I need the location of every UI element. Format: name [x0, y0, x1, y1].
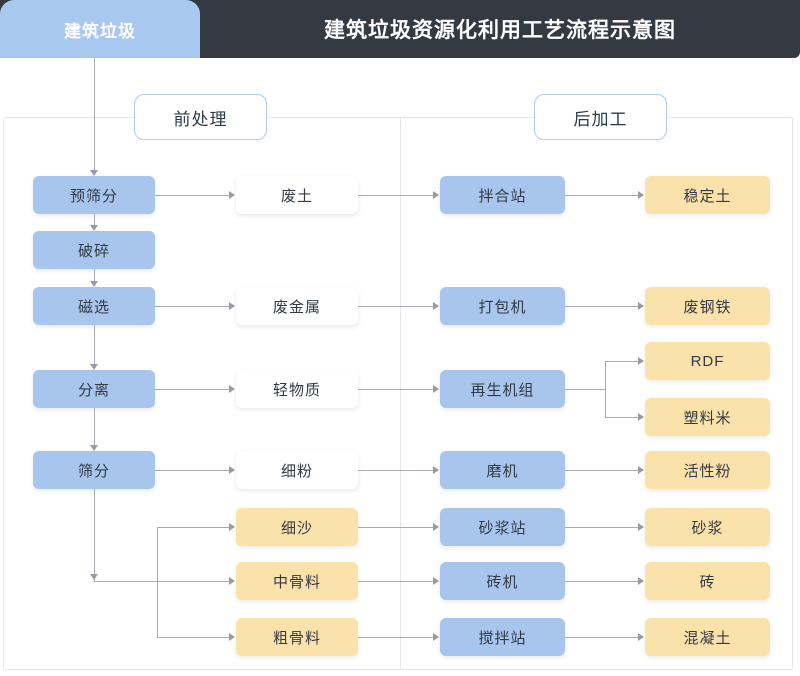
link-regeneration-plastic	[605, 417, 643, 418]
link-mortarstation-mortar	[565, 527, 643, 528]
link-brickmachine-brick-arrow	[638, 577, 644, 585]
aggregate-bus-branch-fine-sand	[157, 527, 232, 528]
section-divider	[400, 117, 401, 670]
header-tab-construction-waste[interactable]: 建筑垃圾	[0, 0, 200, 58]
link-prescreen-wastesoil	[155, 195, 232, 196]
link-baler-scrapsteel-arrow	[638, 302, 644, 310]
link-separation-lightmatter-arrow	[229, 385, 235, 393]
node-waste-soil[interactable]: 废土	[236, 176, 358, 214]
aggregate-bus-branch-coarse	[157, 637, 232, 638]
node-mill[interactable]: 磨机	[440, 451, 565, 489]
link-batching-concrete	[565, 637, 643, 638]
link-mill-activepowder-arrow	[638, 466, 644, 474]
link-medium-brickmachine	[358, 581, 436, 582]
node-mortar-station[interactable]: 砂浆站	[440, 508, 565, 546]
link-magnetic-wastemetal	[155, 306, 232, 307]
node-stabilized-soil[interactable]: 稳定土	[645, 176, 770, 214]
link-screening-finepowder	[155, 470, 232, 471]
link-baler-scrapsteel	[565, 306, 643, 307]
node-mortar[interactable]: 砂浆	[645, 508, 770, 546]
page-title: 建筑垃圾资源化利用工艺流程示意图	[324, 19, 676, 42]
link-finepowder-mill-arrow	[433, 466, 439, 474]
link-mortarstation-mortar-arrow	[638, 523, 644, 531]
link-finepowder-mill	[358, 470, 436, 471]
node-brick-machine[interactable]: 砖机	[440, 562, 565, 600]
node-magnetic-separation[interactable]: 磁选	[33, 287, 155, 325]
link-prescreen-wastesoil-arrow	[229, 191, 235, 199]
link-wastemetal-baler	[358, 306, 436, 307]
node-mixing-station[interactable]: 拌合站	[440, 176, 565, 214]
node-crush[interactable]: 破碎	[33, 231, 155, 269]
node-fine-sand[interactable]: 细沙	[236, 508, 358, 546]
link-finesand-mortarstation	[358, 527, 436, 528]
link-regeneration-plastic-arrow	[638, 413, 644, 421]
node-active-powder[interactable]: 活性粉	[645, 451, 770, 489]
link-bus-medium-arrow	[229, 577, 235, 585]
link-regeneration-bus	[605, 361, 606, 417]
chain-line-1	[94, 214, 95, 227]
node-regeneration-unit[interactable]: 再生机组	[440, 370, 565, 408]
aggregate-bus-line	[157, 527, 158, 637]
chain-line-4	[94, 408, 95, 445]
chain-arrow-2	[90, 281, 98, 287]
node-baler[interactable]: 打包机	[440, 287, 565, 325]
link-mill-activepowder	[565, 470, 643, 471]
chain-line-3	[94, 325, 95, 364]
node-coarse-aggregate[interactable]: 粗骨料	[236, 618, 358, 656]
node-fine-powder[interactable]: 细粉	[236, 451, 358, 489]
node-concrete[interactable]: 混凝土	[645, 618, 770, 656]
link-batching-concrete-arrow	[638, 633, 644, 641]
diagram-panel	[3, 117, 793, 670]
link-medium-brickmachine-arrow	[433, 577, 439, 585]
link-separation-lightmatter	[155, 389, 232, 390]
screen-branch-line-h	[94, 581, 232, 582]
link-bus-coarse-arrow	[229, 633, 235, 641]
screen-branch-arrow-down	[90, 574, 98, 580]
node-screening[interactable]: 筛分	[33, 451, 155, 489]
link-regeneration-rdf	[605, 361, 643, 362]
link-regeneration-rdf-arrow	[638, 357, 644, 365]
node-batching-plant[interactable]: 搅拌站	[440, 618, 565, 656]
chain-arrow-1	[90, 225, 98, 231]
node-rdf[interactable]: RDF	[645, 342, 770, 380]
link-wastesoil-mixing	[358, 195, 436, 196]
stage-label-post-processing: 后加工	[534, 94, 667, 140]
node-brick[interactable]: 砖	[645, 562, 770, 600]
link-magnetic-wastemetal-arrow	[229, 302, 235, 310]
chain-arrow-3	[90, 364, 98, 370]
node-plastic-pellet[interactable]: 塑料米	[645, 398, 770, 436]
node-separation[interactable]: 分离	[33, 370, 155, 408]
node-pre-screen[interactable]: 预筛分	[33, 176, 155, 214]
node-medium-aggregate[interactable]: 中骨料	[236, 562, 358, 600]
link-coarse-batching	[358, 637, 436, 638]
link-wastemetal-baler-arrow	[433, 302, 439, 310]
node-waste-metal[interactable]: 废金属	[236, 287, 358, 325]
chain-arrow-4	[90, 445, 98, 451]
feed-line	[94, 58, 95, 175]
link-mixing-stabilizedsoil-arrow	[638, 191, 644, 199]
chain-line-2	[94, 269, 95, 282]
link-screening-finepowder-arrow	[229, 466, 235, 474]
node-scrap-steel[interactable]: 废钢铁	[645, 287, 770, 325]
link-brickmachine-brick	[565, 581, 643, 582]
link-lightmatter-regeneration	[358, 389, 436, 390]
stage-label-pre-processing: 前处理	[134, 94, 267, 140]
link-regeneration-stem	[565, 389, 605, 390]
link-wastesoil-mixing-arrow	[433, 191, 439, 199]
link-mixing-stabilizedsoil	[565, 195, 643, 196]
link-bus-finesand-arrow	[229, 523, 235, 531]
link-finesand-mortarstation-arrow	[433, 523, 439, 531]
link-lightmatter-regeneration-arrow	[433, 385, 439, 393]
feed-arrow	[90, 170, 98, 176]
link-coarse-batching-arrow	[433, 633, 439, 641]
node-light-matter[interactable]: 轻物质	[236, 370, 358, 408]
screen-branch-line-v	[94, 489, 95, 581]
